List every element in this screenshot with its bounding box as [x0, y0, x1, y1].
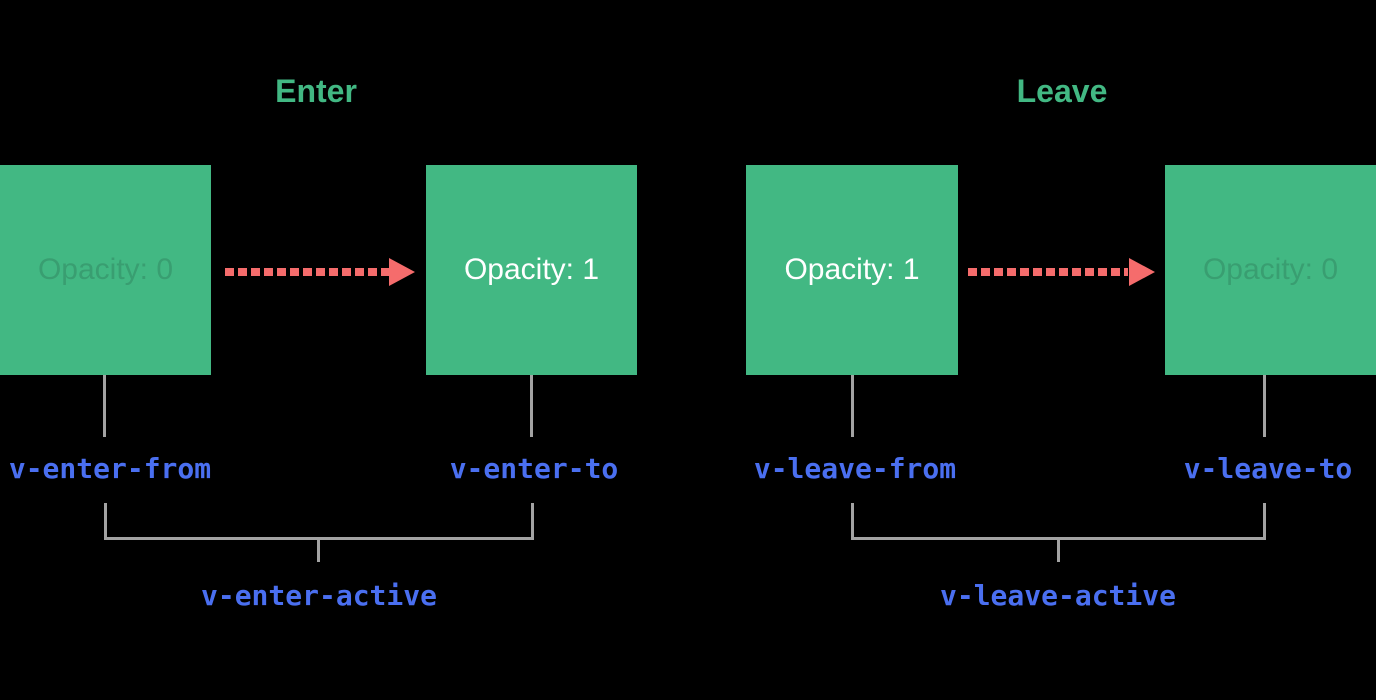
leave-transition-arrow-dashes: [968, 268, 1128, 276]
leave-bracket-right-line: [1263, 503, 1266, 540]
enter-from-box: Opacity: 0: [0, 165, 211, 375]
enter-from-class-label: v-enter-from: [8, 452, 212, 485]
leave-active-class-label: v-leave-active: [939, 579, 1176, 612]
enter-from-connector-line: [103, 375, 106, 437]
enter-to-class-label: v-enter-to: [449, 452, 619, 485]
enter-to-box-label: Opacity: 1: [463, 253, 600, 286]
enter-active-class-label: v-enter-active: [200, 579, 437, 612]
leave-group-title: Leave: [1016, 73, 1108, 109]
enter-bracket-left-line: [104, 503, 107, 540]
leave-from-box-label: Opacity: 1: [784, 253, 920, 286]
enter-group-title: Enter: [275, 73, 357, 109]
enter-bracket-right-line: [531, 503, 534, 540]
enter-transition-arrowhead-icon: [389, 258, 415, 286]
leave-transition-arrowhead-icon: [1129, 258, 1155, 286]
enter-transition-arrow-dashes: [225, 268, 390, 276]
enter-to-connector-line: [530, 375, 533, 437]
leave-bracket-stem-line: [1057, 537, 1060, 562]
leave-from-class-label: v-leave-from: [753, 452, 957, 485]
leave-from-box: Opacity: 1: [746, 165, 958, 375]
leave-to-box: Opacity: 0: [1165, 165, 1376, 375]
leave-bracket-left-line: [851, 503, 854, 540]
leave-to-box-label: Opacity: 0: [1202, 253, 1339, 286]
enter-from-box-label: Opacity: 0: [37, 253, 174, 286]
leave-to-connector-line: [1263, 375, 1266, 437]
enter-bracket-stem-line: [317, 537, 320, 562]
enter-to-box: Opacity: 1: [426, 165, 637, 375]
leave-to-class-label: v-leave-to: [1183, 452, 1353, 485]
leave-from-connector-line: [851, 375, 854, 437]
